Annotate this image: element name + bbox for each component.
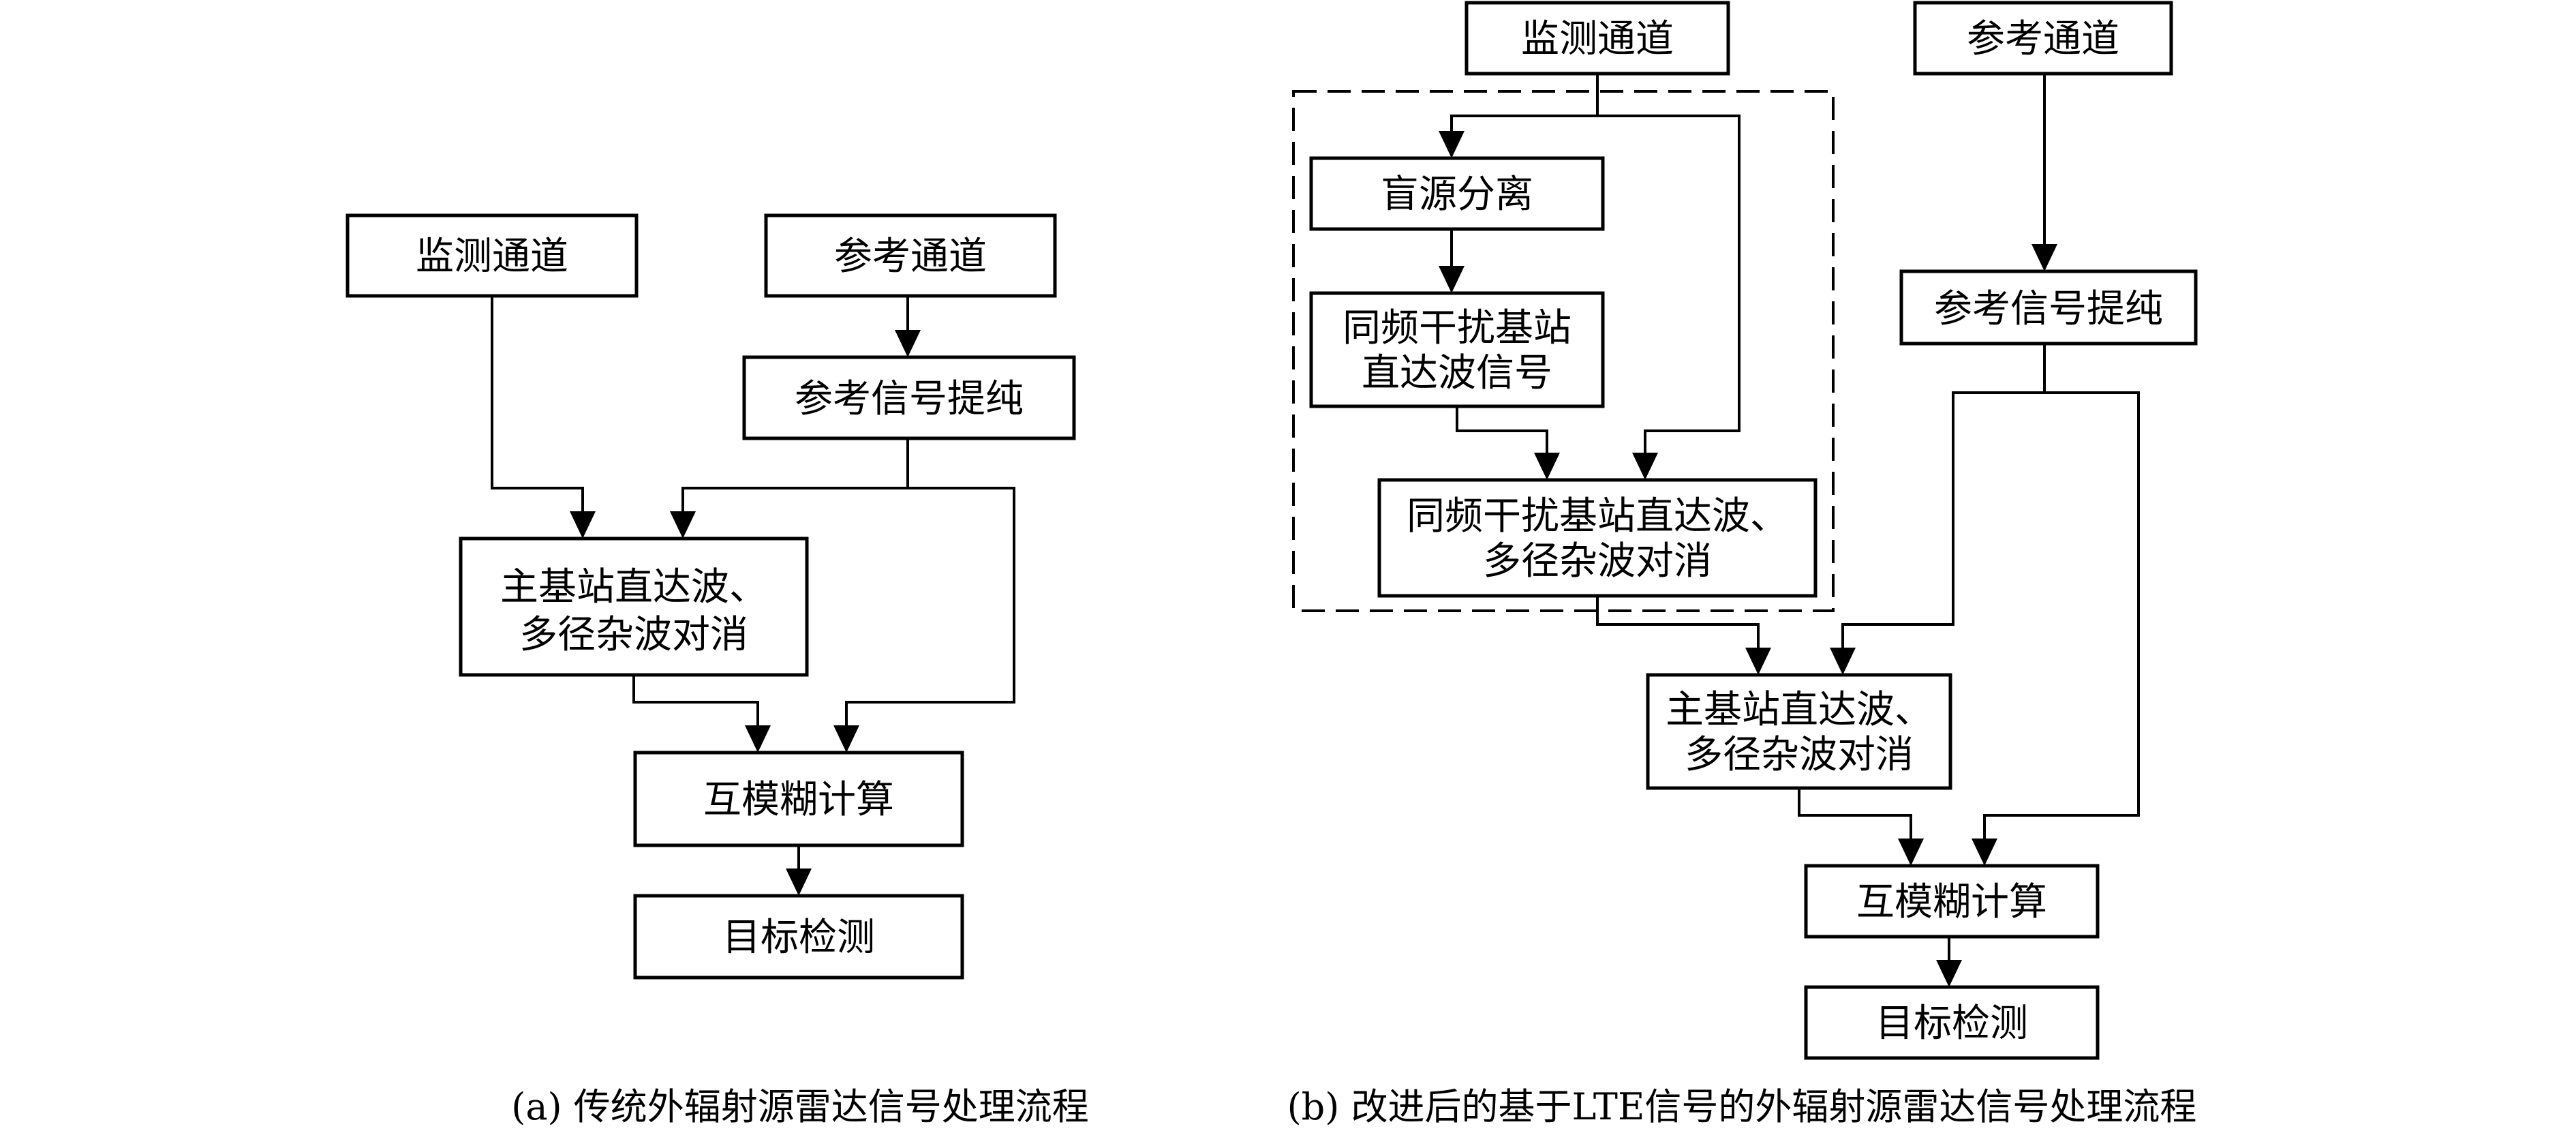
edge-a-ref-purify-to-ambiguity	[845, 487, 1015, 727]
node-label: 互模糊计算	[1856, 880, 2047, 924]
arrowhead	[1632, 453, 1658, 480]
node-b-reference: 参考通道	[1913, 1, 2173, 76]
node-label-line2: 多径杂波对消	[1685, 733, 1914, 777]
arrowhead	[1439, 131, 1465, 158]
node-label-line2: 多径杂波对消	[519, 613, 748, 657]
node-label-line2: 多径杂波对消	[1483, 539, 1712, 584]
node-label: 参考通道	[1967, 17, 2119, 61]
node-label: 参考信号提纯	[795, 377, 1024, 421]
panel-b: 监测通道 参考通道 盲源分离 同频干扰基站 直达波信号 同频干扰基站直达波、 多…	[1287, 1, 2198, 1128]
edge-a-ref-purify-to-main-cancel	[681, 438, 909, 513]
node-label-line2: 直达波信号	[1362, 351, 1552, 395]
node-b-main-cancel: 主基站直达波、 多径杂波对消	[1646, 673, 1952, 790]
arrowhead	[1439, 266, 1465, 293]
edge-b-monitor-to-cochannel-cancel	[1597, 115, 1741, 454]
node-a-ref-purify: 参考信号提纯	[742, 355, 1076, 440]
arrowhead	[1898, 839, 1924, 866]
node-b-cochannel-signal: 同频干扰基站 直达波信号	[1309, 291, 1605, 408]
arrowhead	[2031, 244, 2057, 271]
node-b-blind-sep: 盲源分离	[1309, 156, 1605, 231]
node-a-main-cancel: 主基站直达波、 多径杂波对消	[459, 537, 809, 677]
node-label: 盲源分离	[1381, 172, 1533, 217]
edge-a-main-cancel-to-ambiguity	[632, 675, 759, 727]
node-label-line1: 主基站直达波、	[1666, 688, 1933, 732]
node-label: 互模糊计算	[703, 778, 894, 822]
node-b-cochannel-cancel: 同频干扰基站直达波、 多径杂波对消	[1377, 478, 1818, 598]
dashed-group-frame	[1292, 90, 1835, 612]
panel-a-edges	[491, 296, 1015, 870]
edge-b-ref-purify-to-ambiguity	[1983, 391, 2140, 840]
edge-b-cochannel-cancel-to-main-cancel	[1596, 596, 1760, 649]
edge-b-main-cancel-to-ambiguity	[1798, 788, 1912, 840]
node-label: 监测通道	[416, 235, 568, 279]
caption-b: (b) 改进后的基于LTE信号的外辐射源雷达信号处理流程	[1287, 1085, 2197, 1128]
panel-b-edges	[1450, 74, 2140, 961]
node-label-line1: 同频干扰基站	[1343, 306, 1571, 350]
node-b-detection: 目标检测	[1804, 985, 2100, 1060]
edge-b-monitor-to-blind-sep	[1450, 74, 1599, 132]
arrowhead	[1972, 839, 1997, 866]
node-label: 目标检测	[722, 916, 875, 960]
node-b-ref-purify: 参考信号提纯	[1899, 269, 2198, 346]
node-label: 目标检测	[1875, 1001, 2028, 1046]
panel-b-arrowheads	[1439, 131, 2057, 987]
node-label-line1: 同频干扰基站直达波、	[1407, 494, 1788, 539]
node-a-ambiguity: 互模糊计算	[633, 751, 964, 847]
arrowhead	[833, 725, 859, 753]
arrowhead	[895, 330, 921, 357]
arrowhead	[1936, 960, 1962, 987]
edge-b-ref-purify-to-main-cancel	[1841, 344, 2046, 649]
arrowhead	[1830, 648, 1856, 675]
arrowhead	[1745, 648, 1771, 675]
node-label: 参考信号提纯	[1934, 287, 2163, 331]
node-a-detection: 目标检测	[633, 894, 964, 980]
node-label: 参考通道	[834, 235, 987, 279]
node-label: 监测通道	[1521, 17, 1674, 61]
node-label-line1: 主基站直达波、	[500, 565, 767, 609]
arrowhead	[745, 725, 771, 753]
edge-a-monitor-to-main-cancel	[491, 296, 584, 513]
node-a-reference: 参考通道	[764, 213, 1057, 298]
node-b-ambiguity: 互模糊计算	[1804, 864, 2100, 939]
panel-a-arrowheads	[570, 330, 921, 896]
arrowhead	[670, 511, 696, 539]
edge-b-cochannel-signal-to-cochannel-cancel	[1456, 406, 1548, 454]
caption-a: (a) 传统外辐射源雷达信号处理流程	[511, 1085, 1089, 1128]
arrowhead	[1534, 453, 1560, 480]
arrowhead	[786, 868, 812, 896]
arrowhead	[570, 511, 596, 539]
node-b-monitor: 监测通道	[1465, 1, 1730, 76]
panel-a: 监测通道 参考通道 参考信号提纯 主基站直达波、 多径杂波对消 互模糊计算 目标…	[346, 213, 1089, 1128]
node-a-monitor: 监测通道	[346, 213, 639, 298]
